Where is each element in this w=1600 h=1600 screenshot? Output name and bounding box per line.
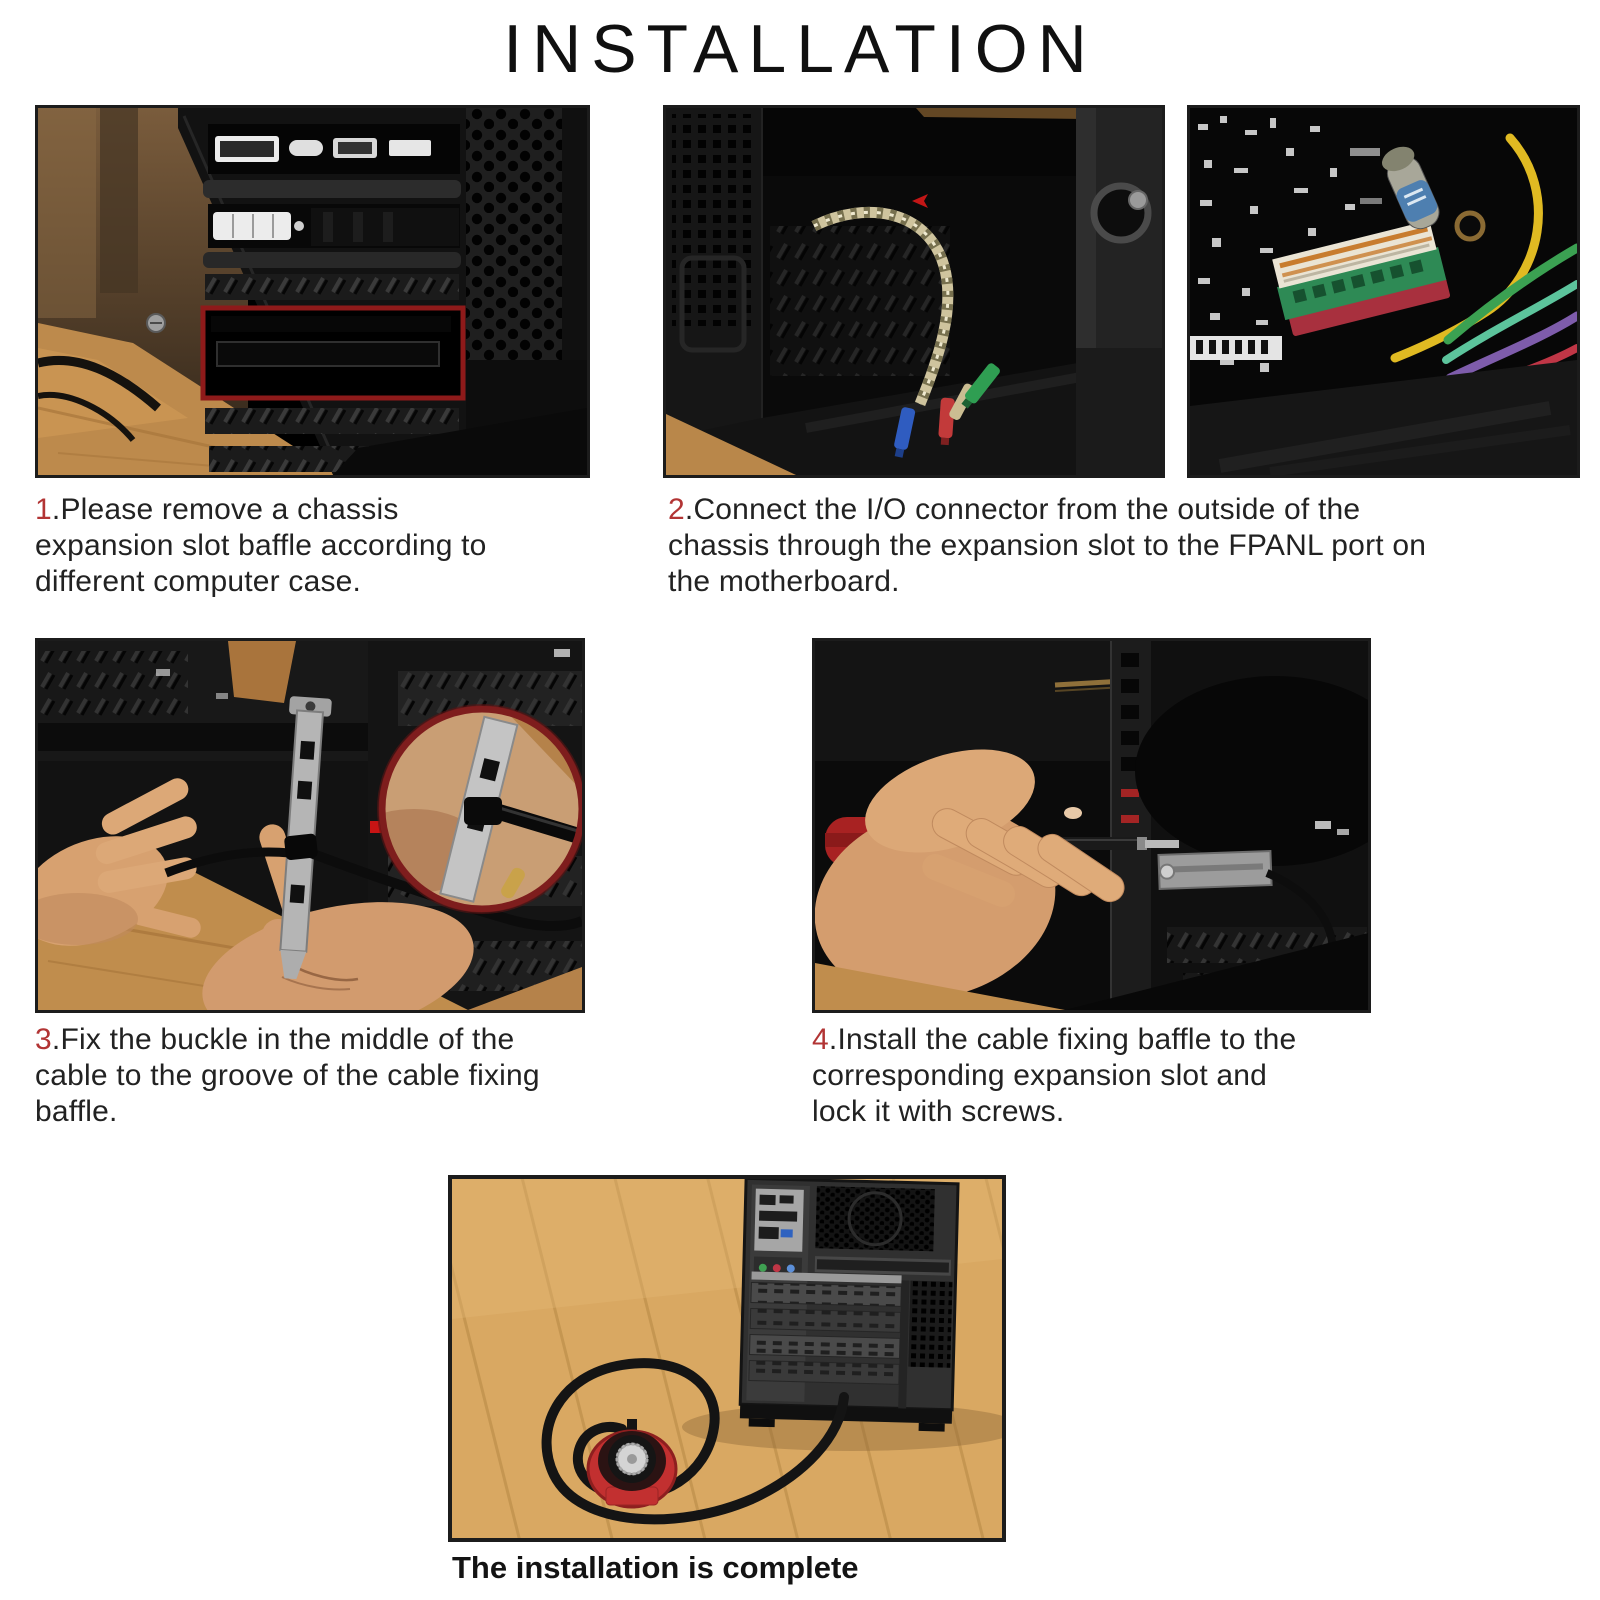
caption-line: 4.Install the cable fixing baffle to the bbox=[812, 1023, 1297, 1056]
caption-line: 1.Please remove a chassis bbox=[35, 493, 399, 526]
caption-line: baffle. bbox=[35, 1095, 118, 1128]
red-marker-icon bbox=[912, 194, 928, 208]
cable-fixing-baffle bbox=[1157, 850, 1273, 890]
screw-fixing-scene bbox=[815, 641, 1368, 1010]
brass-grommet bbox=[1454, 210, 1486, 242]
completion-photo bbox=[448, 1175, 1006, 1542]
caption-line: the motherboard. bbox=[668, 565, 900, 598]
io-cable bbox=[811, 206, 1000, 458]
buckle-fixing-scene bbox=[38, 641, 582, 1010]
caption-line: lock it with screws. bbox=[812, 1095, 1065, 1128]
step-number: 4 bbox=[812, 1023, 829, 1056]
step-number: 2 bbox=[668, 493, 685, 526]
wood-table bbox=[38, 323, 338, 475]
step2-caption: 2.Connect the I/O connector from the out… bbox=[668, 492, 1568, 600]
capacitor bbox=[1382, 146, 1440, 230]
cable-on-table bbox=[38, 355, 161, 412]
caption-line: cable to the groove of the cable fixing bbox=[35, 1059, 540, 1092]
expansion-slot-highlight bbox=[200, 305, 466, 401]
io-shield bbox=[753, 1188, 804, 1280]
completion-caption: The installation is complete bbox=[452, 1550, 859, 1585]
expansion-slot-covers bbox=[748, 1281, 902, 1385]
chassis-right-pillar bbox=[1076, 108, 1162, 475]
white-connector-strip bbox=[1190, 336, 1282, 360]
step4-photo bbox=[812, 638, 1371, 1013]
caption-line: 2.Connect the I/O connector from the out… bbox=[668, 493, 1361, 526]
left-hand bbox=[38, 778, 201, 946]
green-plug bbox=[961, 363, 1000, 409]
step4-caption: 4.Install the cable fixing baffle to the… bbox=[812, 1022, 1432, 1130]
magnifier-inset bbox=[377, 704, 582, 914]
step3-photo bbox=[35, 638, 585, 1013]
fan-grill bbox=[815, 1186, 935, 1252]
installation-complete-scene bbox=[452, 1179, 1002, 1538]
volume-knob bbox=[586, 1419, 678, 1509]
caption-line: chassis through the expansion slot to th… bbox=[668, 529, 1427, 562]
vent-slats bbox=[770, 226, 950, 376]
caption-line: corresponding expansion slot and bbox=[812, 1059, 1268, 1092]
case-bottom-shadow bbox=[1065, 933, 1368, 1010]
page-title: INSTALLATION bbox=[503, 11, 1097, 87]
case-edge-column bbox=[1110, 641, 1151, 1010]
thumb-screw bbox=[146, 313, 166, 333]
caption-line: different computer case. bbox=[35, 565, 362, 598]
step3-caption: 3.Fix the buckle in the middle of the ca… bbox=[35, 1022, 655, 1130]
computer-case bbox=[146, 108, 587, 475]
wood-corner bbox=[666, 414, 796, 475]
step-number: 1 bbox=[35, 493, 52, 526]
expansion-slot-column bbox=[200, 124, 466, 472]
side-vent bbox=[908, 1280, 953, 1368]
fpanl-header bbox=[1272, 220, 1451, 336]
hand-holding-screwdriver bbox=[815, 749, 1125, 1000]
red-plug bbox=[938, 397, 955, 446]
step1-photo bbox=[35, 105, 590, 478]
step-number: 3 bbox=[35, 1023, 52, 1056]
blue-plug bbox=[894, 407, 916, 458]
wood-table bbox=[815, 963, 1065, 1010]
chassis-left-panel bbox=[666, 108, 763, 475]
pc-tower bbox=[738, 1179, 960, 1432]
case-rear-scene bbox=[38, 108, 587, 475]
step2-photo-chassis bbox=[663, 105, 1165, 478]
foreground-shadow bbox=[1190, 360, 1577, 475]
step2-photo-motherboard bbox=[1187, 105, 1580, 478]
chassis-interior-scene bbox=[666, 108, 1162, 475]
caption-line: 3.Fix the buckle in the middle of the bbox=[35, 1023, 515, 1056]
caption-line: expansion slot baffle according to bbox=[35, 529, 487, 562]
wood-patch bbox=[228, 641, 296, 703]
motherboard-scene bbox=[1190, 108, 1577, 475]
step1-caption: 1.Please remove a chassis expansion slot… bbox=[35, 492, 635, 600]
